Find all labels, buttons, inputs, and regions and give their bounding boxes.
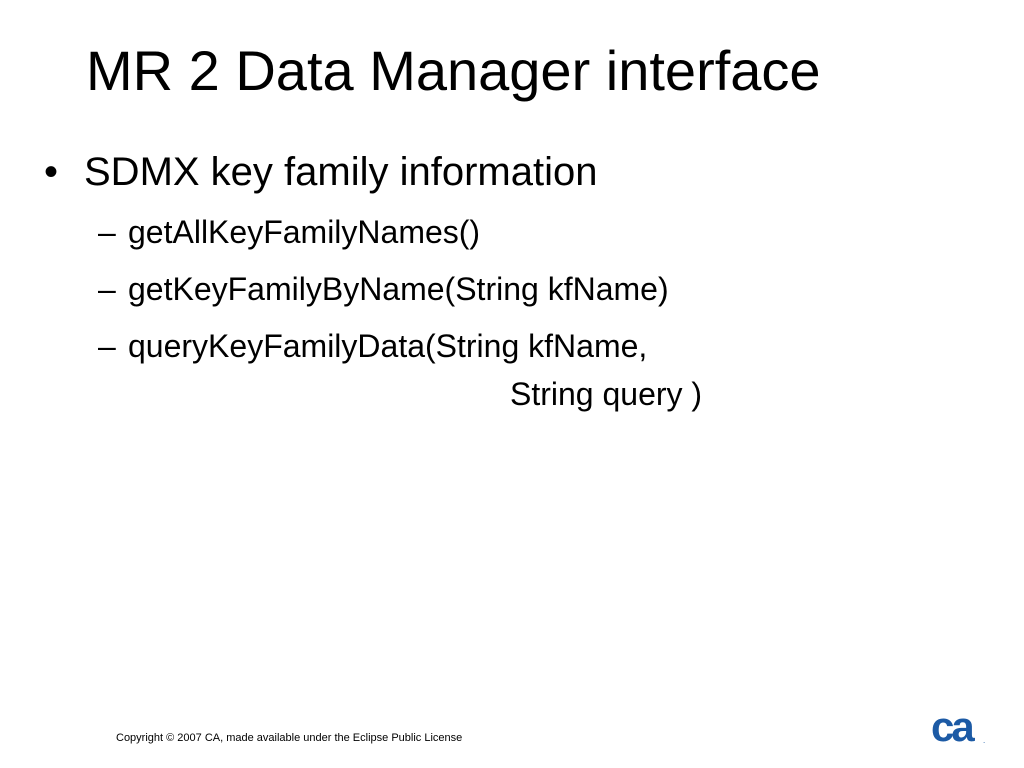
sub-bullet-marker: – (98, 214, 116, 250)
ca-logo: ca . (931, 708, 985, 746)
sub-bullet-text: getAllKeyFamilyNames() (128, 214, 481, 250)
sub-bullet-text: getKeyFamilyByName(String kfName) (128, 271, 669, 307)
ca-logo-text: ca (931, 708, 975, 746)
ca-logo-mark: . (983, 736, 985, 745)
sub-bullet-continuation: String query ) (510, 376, 703, 412)
slide-title: MR 2 Data Manager interface (86, 39, 821, 102)
sub-bullet-marker: – (98, 271, 116, 307)
bullet-text: SDMX key family information (84, 150, 598, 194)
bullet-marker: • (44, 150, 59, 194)
sub-bullet-marker: – (98, 328, 116, 364)
sub-bullet-text: queryKeyFamilyData(String kfName, (128, 328, 648, 364)
copyright-footer: Copyright © 2007 CA, made available unde… (116, 732, 463, 744)
